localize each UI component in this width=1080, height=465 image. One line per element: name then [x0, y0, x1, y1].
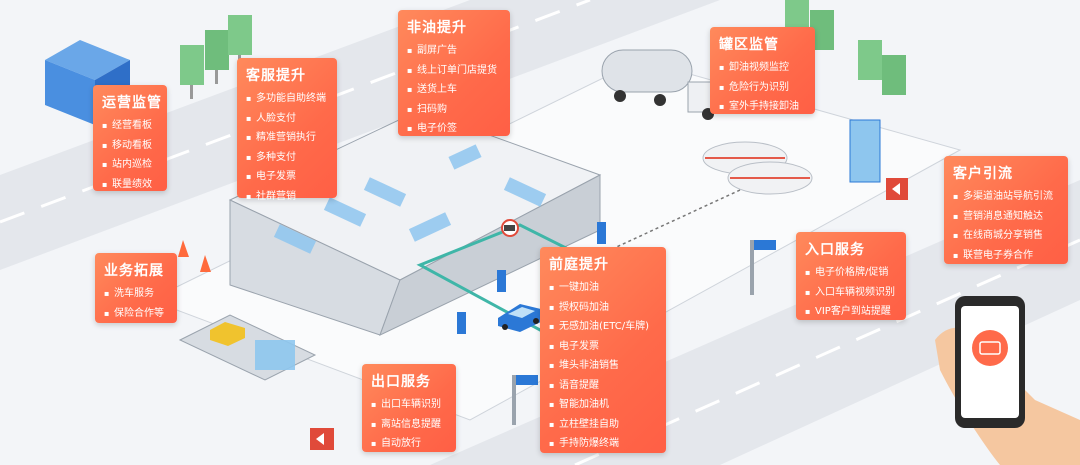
list-item: 手持防爆终端	[549, 434, 657, 454]
card-exit-list: 出口车辆识别 离站信息提醒 自动放行	[371, 395, 447, 454]
list-item: 多种支付	[246, 148, 328, 168]
list-item: 室外手持接卸油	[719, 97, 806, 117]
fuel-pump-icon	[597, 222, 606, 244]
list-item: 电子发票	[549, 337, 657, 357]
card-front-title: 前庭提升	[549, 257, 609, 273]
tree-icon	[785, 0, 906, 95]
list-item: 人脸支付	[246, 109, 328, 129]
road-top-left	[0, 0, 720, 270]
price-sign	[849, 119, 881, 183]
list-item: 保险合作等	[104, 304, 168, 324]
list-item: 多渠道油站导航引流	[953, 187, 1059, 207]
list-item: 自动放行	[371, 434, 447, 454]
sign-post-icon	[750, 240, 776, 295]
phone-icon	[955, 296, 1025, 428]
card-nonoil: 非油提升 副屏广告 线上订单门店提货 送货上车 扫码购 电子价签	[398, 10, 510, 139]
camera-icon	[501, 219, 519, 237]
card-service: 客服提升 多功能自助终端 人脸支付 精准营销执行 多种支付 电子发票 社群营销	[237, 58, 337, 206]
list-item: 联营电子券合作	[953, 246, 1059, 266]
card-service-list: 多功能自助终端 人脸支付 精准营销执行 多种支付 电子发票 社群营销	[246, 89, 328, 206]
list-item: 在线商城分享销售	[953, 226, 1059, 246]
shelf	[363, 177, 407, 207]
tree-icon	[180, 15, 252, 99]
list-item: 经营看板	[102, 116, 158, 136]
list-item: 电子价签	[407, 119, 501, 139]
fuel-pump-icon	[497, 270, 506, 292]
list-item: 副屏广告	[407, 41, 501, 61]
card-service-title: 客服提升	[246, 68, 306, 84]
list-item: 无感加油(ETC/车牌)	[549, 317, 657, 337]
card-tank: 罐区监管 卸油视频监控 危险行为识别 室外手持接卸油	[710, 27, 815, 117]
card-front: 前庭提升 一键加油 授权码加油 无感加油(ETC/车牌) 电子发票 堆头非油销售…	[540, 247, 666, 453]
card-business-list: 洗车服务 保险合作等	[104, 284, 168, 323]
card-exit: 出口服务 出口车辆识别 离站信息提醒 自动放行	[362, 364, 456, 454]
list-item: 离站信息提醒	[371, 415, 447, 435]
card-entry-list: 电子价格牌/促销 入口车辆视频识别 VIP客户到站提醒	[805, 263, 897, 322]
card-customer-title: 客户引流	[953, 166, 1013, 182]
list-item: 洗车服务	[104, 284, 168, 304]
list-item: 线上订单门店提货	[407, 61, 501, 81]
list-item: 智能加油机	[549, 395, 657, 415]
shelf	[408, 212, 452, 242]
list-item: 出口车辆识别	[371, 395, 447, 415]
traffic-cone-icon	[178, 240, 189, 257]
list-item: 社群营销	[246, 187, 328, 207]
money-icon	[979, 341, 1001, 355]
card-nonoil-title: 非油提升	[407, 20, 467, 36]
list-item: 营销消息通知触达	[953, 207, 1059, 227]
list-item: 危险行为识别	[719, 78, 806, 98]
card-ops-title: 运营监管	[102, 95, 162, 111]
list-item: 语音提醒	[549, 376, 657, 396]
carwash-gantry	[255, 340, 295, 370]
card-nonoil-list: 副屏广告 线上订单门店提货 送货上车 扫码购 电子价签	[407, 41, 501, 139]
card-exit-title: 出口服务	[371, 374, 431, 390]
fuel-tank-icon	[727, 161, 813, 195]
list-item: 多功能自助终端	[246, 89, 328, 109]
list-item: 电子发票	[246, 167, 328, 187]
list-item: 联量绩效	[102, 175, 158, 195]
card-ops: 运营监管 经营看板 移动看板 站内巡检 联量绩效	[93, 85, 167, 194]
card-entry: 入口服务 电子价格牌/促销 入口车辆视频识别 VIP客户到站提醒	[796, 232, 906, 322]
list-item: 立柱壁挂自助	[549, 415, 657, 435]
card-tank-list: 卸油视频监控 危险行为识别 室外手持接卸油	[719, 58, 806, 117]
list-item: 电子价格牌/促销	[805, 263, 897, 283]
traffic-cone-icon	[200, 255, 211, 272]
list-item: 移动看板	[102, 136, 158, 156]
list-item: 一键加油	[549, 278, 657, 298]
shelf	[503, 177, 547, 207]
card-customer-list: 多渠道油站导航引流 营销消息通知触达 在线商城分享销售 联营电子券合作	[953, 187, 1059, 265]
card-tank-title: 罐区监管	[719, 37, 779, 53]
list-item: 扫码购	[407, 100, 501, 120]
shelf	[273, 224, 317, 254]
list-item: 站内巡检	[102, 155, 158, 175]
shelf	[448, 144, 482, 170]
card-entry-title: 入口服务	[805, 242, 865, 258]
list-item: 堆头非油销售	[549, 356, 657, 376]
card-ops-list: 经营看板 移动看板 站内巡检 联量绩效	[102, 116, 158, 194]
sign-post-icon	[512, 375, 538, 425]
car-icon	[210, 322, 245, 346]
list-item: 卸油视频监控	[719, 58, 806, 78]
exit-sign-icon	[310, 428, 334, 450]
card-business-title: 业务拓展	[104, 263, 164, 279]
card-customer: 客户引流 多渠道油站导航引流 营销消息通知触达 在线商城分享销售 联营电子券合作	[944, 156, 1068, 265]
list-item: 入口车辆视频识别	[805, 283, 897, 303]
list-item: 授权码加油	[549, 298, 657, 318]
list-item: 精准营销执行	[246, 128, 328, 148]
list-item: VIP客户到站提醒	[805, 302, 897, 322]
card-business: 业务拓展 洗车服务 保险合作等	[95, 253, 177, 323]
list-item: 送货上车	[407, 80, 501, 100]
exit-sign-icon	[886, 178, 908, 200]
card-front-list: 一键加油 授权码加油 无感加油(ETC/车牌) 电子发票 堆头非油销售 语音提醒…	[549, 278, 657, 454]
fuel-pump-icon	[457, 312, 466, 334]
shelf	[323, 197, 367, 227]
car-icon	[498, 304, 545, 332]
